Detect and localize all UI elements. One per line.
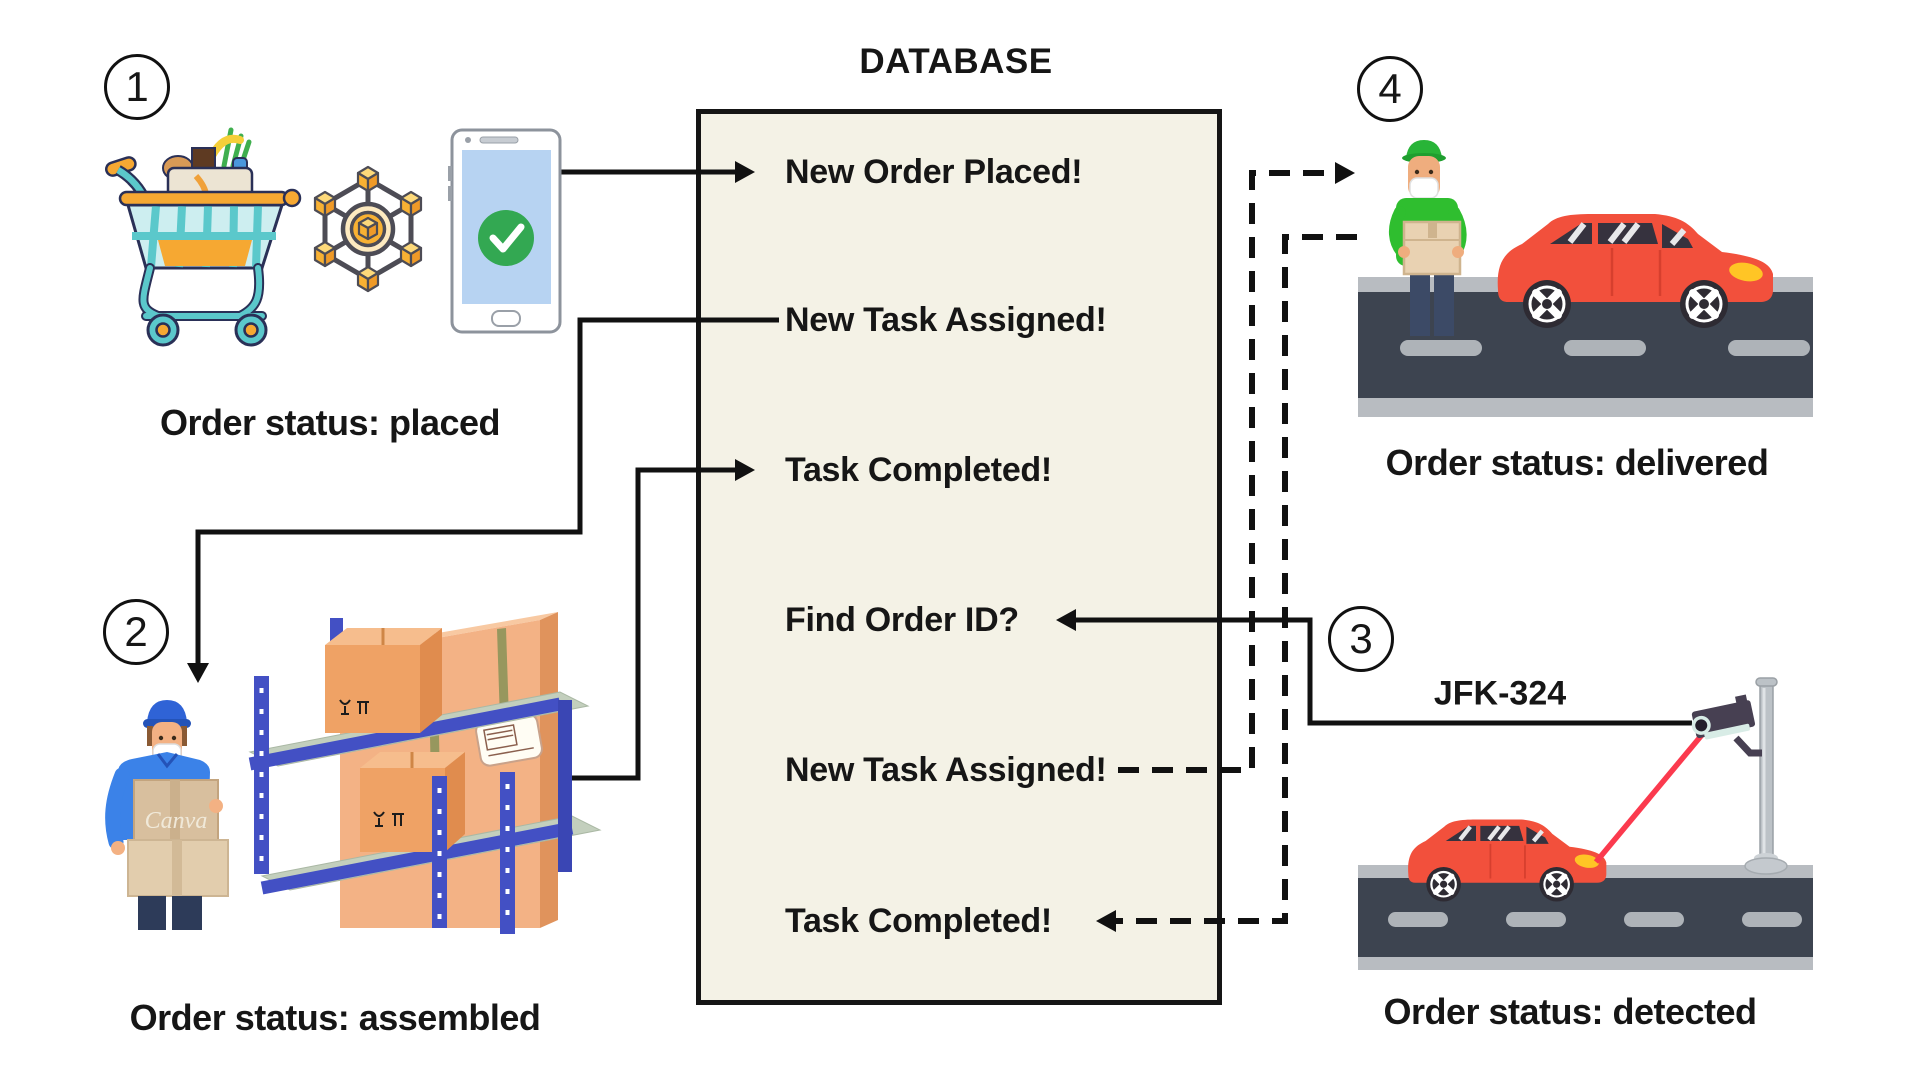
db-event-new-task-assigned-2: New Task Assigned! (785, 751, 1107, 789)
worker-hair (181, 726, 187, 746)
phone-speaker (479, 136, 519, 144)
worker-hair (147, 726, 153, 746)
connector-task-to-worker (195, 317, 779, 666)
canva-watermark: Canva (145, 808, 208, 834)
shelf-upper-rail (248, 697, 562, 771)
step-badge-4: 4 (1357, 56, 1423, 122)
fragile-marks-icon (339, 699, 369, 715)
caption-order-placed: Order status: placed (159, 402, 501, 443)
check-circle-icon (478, 210, 534, 266)
camera-bracket (1733, 735, 1762, 757)
database-box (696, 109, 1222, 1005)
shelf-lower-rail (260, 821, 574, 895)
shopping-cart-icon (105, 127, 302, 347)
held-box-tape (172, 840, 182, 896)
warehouse-shelf-icon (248, 612, 602, 934)
delivery-person-icon (1389, 140, 1467, 336)
held-box-tape (170, 780, 180, 842)
camera-underside (1704, 723, 1750, 740)
step-number: 1 (125, 63, 149, 110)
db-event-new-task-assigned-1: New Task Assigned! (785, 301, 1107, 339)
blockchain-network-icon (313, 165, 423, 293)
step-number: 2 (124, 608, 148, 655)
db-event-task-completed-1: Task Completed! (785, 451, 1052, 489)
phone-home-button (491, 310, 521, 327)
caption-order-delivered: Order status: delivered (1385, 442, 1769, 483)
carton-box-icon (360, 752, 465, 852)
step-number: 3 (1349, 615, 1373, 662)
cart-wheel-icon (234, 313, 268, 347)
connector-camera-find-order (1073, 617, 1692, 726)
worker-cap (147, 700, 187, 722)
worker-hand (111, 841, 125, 855)
carton-box-icon (325, 628, 442, 733)
courier-eye (1414, 169, 1420, 175)
license-plate-label: JFK-324 (1433, 674, 1567, 713)
network-cubes (313, 165, 423, 293)
step-number: 4 (1378, 65, 1402, 112)
worker-left-arm (105, 767, 130, 850)
cart-wheel-icon (146, 313, 180, 347)
road-lane-dashes (1400, 340, 1810, 356)
step-badge-2: 2 (103, 599, 169, 665)
worker-hand (209, 799, 223, 813)
fragile-marks-icon (373, 811, 404, 827)
connector-dashed-task-to-courier (1118, 170, 1338, 773)
camera-top-detail (1735, 694, 1748, 705)
arrowhead-left-icon (1056, 609, 1076, 631)
cart-rim (118, 190, 290, 207)
phone-side-button (448, 186, 452, 201)
step-badge-1: 1 (104, 54, 170, 120)
connector-lines (195, 169, 1692, 924)
database-title: DATABASE (859, 42, 1053, 81)
package-tape (497, 628, 509, 721)
chocolate-icon (191, 147, 216, 170)
worker-eye (171, 735, 177, 741)
arrowhead-right-icon (735, 161, 755, 183)
courier-eye (1428, 169, 1434, 175)
check-mark-icon (489, 223, 525, 253)
db-event-new-order-placed: New Order Placed! (785, 153, 1083, 191)
courier-face-mask (1409, 177, 1439, 199)
arrowhead-left-icon (1096, 910, 1116, 932)
connector-assembled-complete (563, 467, 738, 781)
arrowhead-down-icon (187, 663, 209, 683)
worker-leg (172, 896, 202, 930)
courier-leg (1434, 270, 1454, 336)
cctv-camera-icon (1691, 694, 1762, 757)
caption-order-detected: Order status: detected (1383, 991, 1757, 1032)
phone-side-button (448, 166, 452, 181)
cart-legs-outline (138, 263, 267, 321)
road-lane-dashes (1388, 912, 1802, 927)
cart-basket-inner (158, 240, 252, 266)
arrowhead-right-icon (735, 459, 755, 481)
cart-rim-cap (282, 188, 302, 208)
parcel-tape (1428, 222, 1437, 238)
step-badge-3: 3 (1328, 606, 1394, 672)
worker-eye (158, 735, 164, 741)
laser-beam (1593, 728, 1709, 864)
db-event-task-completed-2: Task Completed! (785, 902, 1052, 940)
connector-dashed-courier-complete (1113, 234, 1357, 924)
camera-lens-glass (1695, 719, 1708, 732)
courier-hand (1398, 246, 1410, 258)
courier-leg (1410, 270, 1430, 336)
warehouse-worker-icon: Canva (105, 700, 229, 930)
caption-order-assembled: Order status: assembled (129, 997, 541, 1038)
arrowhead-right-icon (1335, 162, 1355, 184)
courier-hand (1452, 246, 1464, 258)
shelf-posts (254, 676, 572, 934)
arrow-heads (187, 161, 1355, 932)
worker-collar (156, 753, 179, 769)
db-event-find-order-id: Find Order ID? (785, 601, 1019, 639)
worker-leg (138, 896, 166, 930)
camera-pole (1744, 677, 1788, 875)
phone-confirmation-icon (448, 128, 562, 334)
phone-camera-dot (465, 137, 471, 143)
